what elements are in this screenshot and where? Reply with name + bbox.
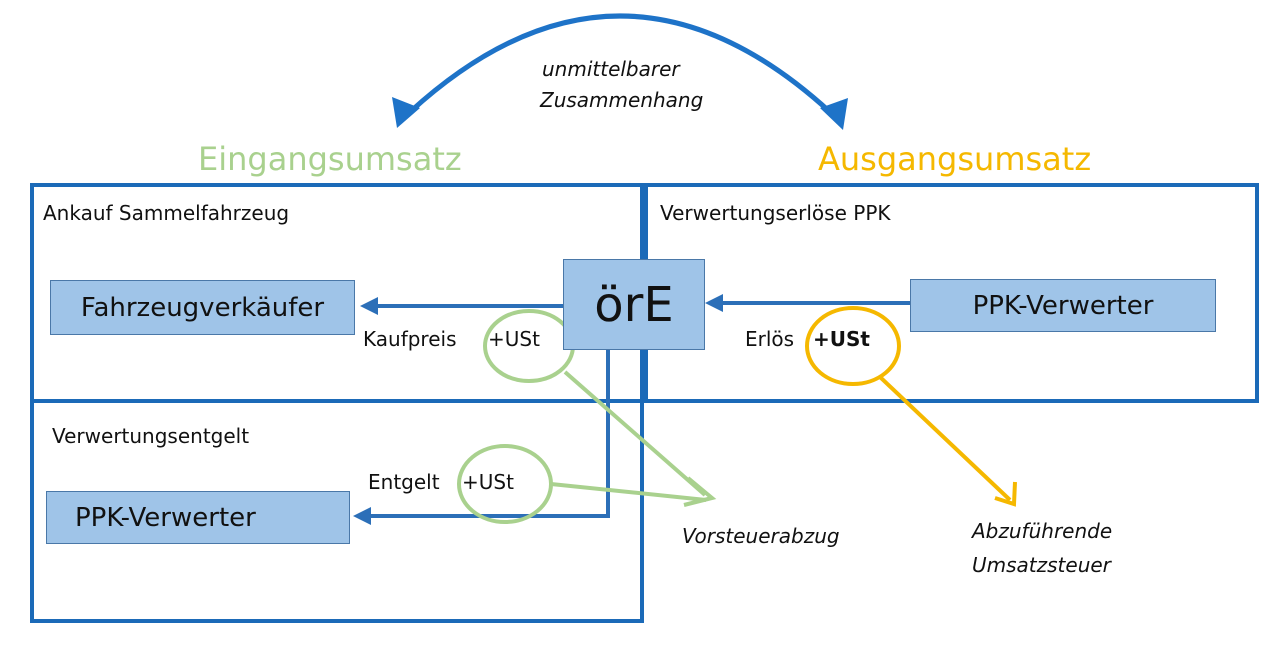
vorsteuerabzug-label: Vorsteuerabzug [682, 524, 840, 548]
verwertungsentgelt-frame [30, 399, 644, 623]
verwertungsentgelt-title: Verwertungsentgelt [52, 424, 250, 448]
entgelt-ust-label: +USt [462, 470, 514, 494]
arc-label-line1: unmittelbarer [542, 57, 680, 81]
ppk-verwerter-right-box: PPK-Verwerter [910, 279, 1216, 332]
erloes-label: Erlös [745, 327, 795, 351]
arc-right-arrowhead [820, 98, 848, 130]
arc-label-line2: Zusammenhang [540, 88, 704, 112]
umsatzsteuer-label-line2: Umsatzsteuer [972, 553, 1111, 577]
arc-left-arrowhead [392, 97, 420, 128]
ankauf-title: Ankauf Sammelfahrzeug [43, 201, 290, 225]
fahrzeugverkaeufer-box: Fahrzeugverkäufer [50, 280, 355, 335]
ppk-verwerter-bottom-box: PPK-Verwerter [46, 491, 350, 544]
entgelt-to-vorsteuer [550, 482, 707, 502]
kaufpreis-label: Kaufpreis [363, 327, 457, 351]
erloes-ust-label: +USt [813, 327, 870, 351]
erloes-ust-circle [805, 306, 901, 386]
umsatzsteuer-label-line1: Abzuführende [972, 519, 1113, 543]
oere-box: örE [563, 259, 705, 350]
eingangsumsatz-header: Eingangsumsatz [198, 140, 462, 178]
kaufpreis-ust-label: +USt [488, 327, 540, 351]
entgelt-label: Entgelt [368, 470, 440, 494]
kaufpreis-to-vorsteuer [563, 370, 707, 497]
unmittelbarer-zusammenhang-arc [408, 13, 832, 114]
verwertungserloese-title: Verwertungserlöse PPK [660, 201, 891, 225]
ausgangsumsatz-header: Ausgangsumsatz [818, 140, 1092, 178]
erloes-to-umsatzsteuer [878, 375, 1012, 502]
entgelt-arrow [365, 350, 610, 518]
